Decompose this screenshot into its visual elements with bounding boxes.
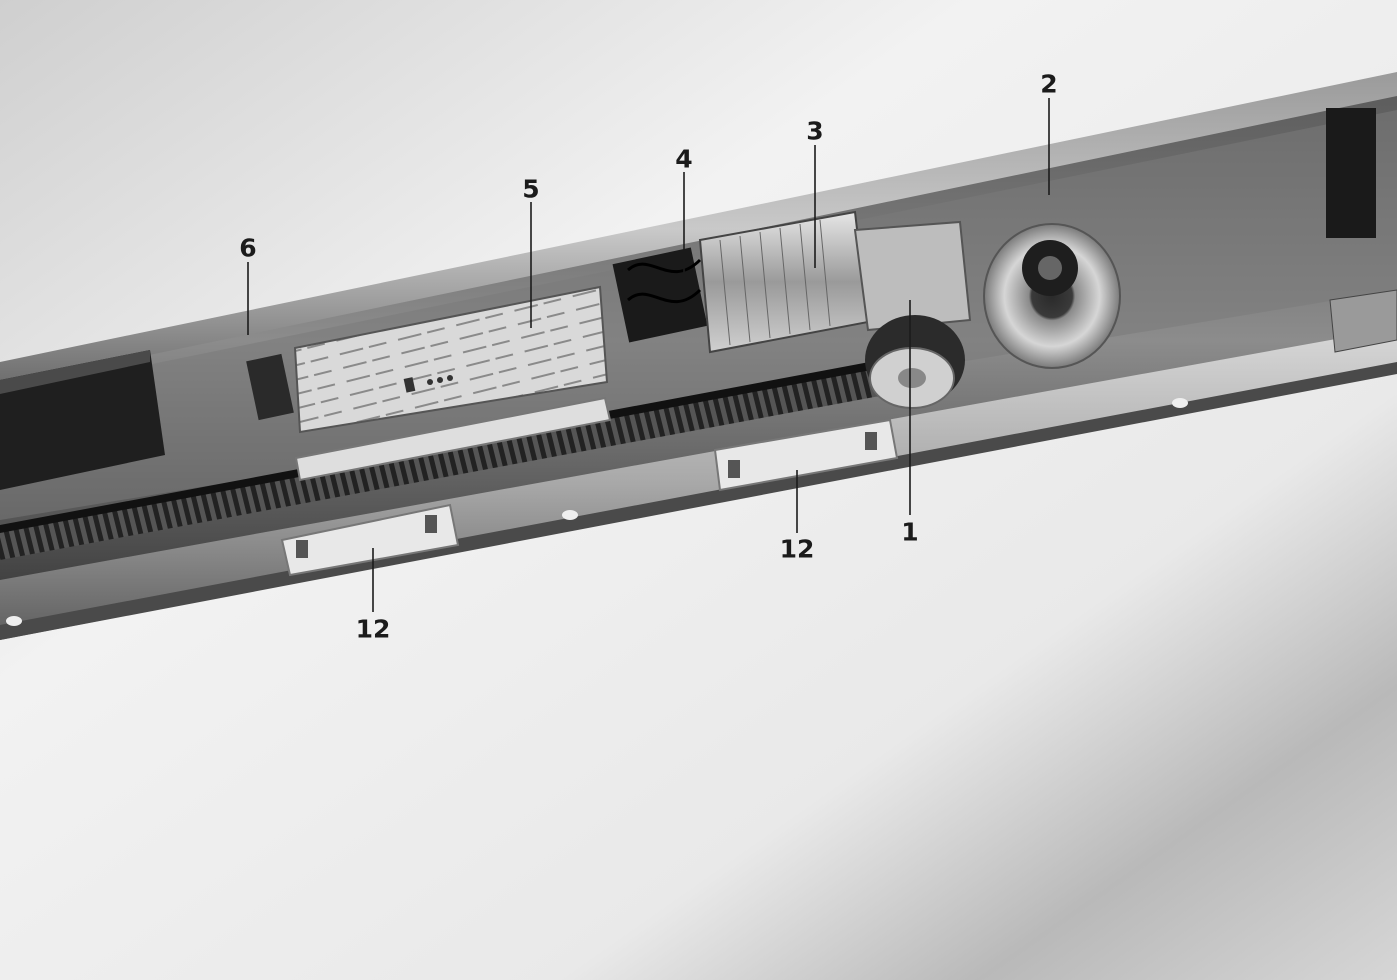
callout-4: 4 — [675, 144, 693, 174]
callout-6: 6 — [239, 233, 257, 263]
end-stop-right — [1326, 108, 1376, 238]
callout-2: 2 — [1040, 69, 1058, 99]
callout-1: 1 — [901, 517, 919, 547]
carriage-bracket-left — [280, 503, 460, 577]
callout-3: 3 — [806, 116, 824, 146]
callout-leaders — [247, 98, 1050, 612]
connector-block — [246, 353, 294, 421]
toroidal-transformer — [983, 223, 1121, 369]
carriage-bracket-right — [713, 418, 899, 492]
callout-12-left: 12 — [355, 614, 391, 644]
lower-rail-lip — [0, 362, 1397, 640]
gearbox — [853, 220, 972, 332]
toothed-belt — [0, 365, 885, 560]
rail-top-edge — [0, 72, 1397, 386]
callout-12-right: 12 — [779, 534, 815, 564]
control-unit — [293, 285, 609, 434]
callout-5: 5 — [522, 174, 540, 204]
